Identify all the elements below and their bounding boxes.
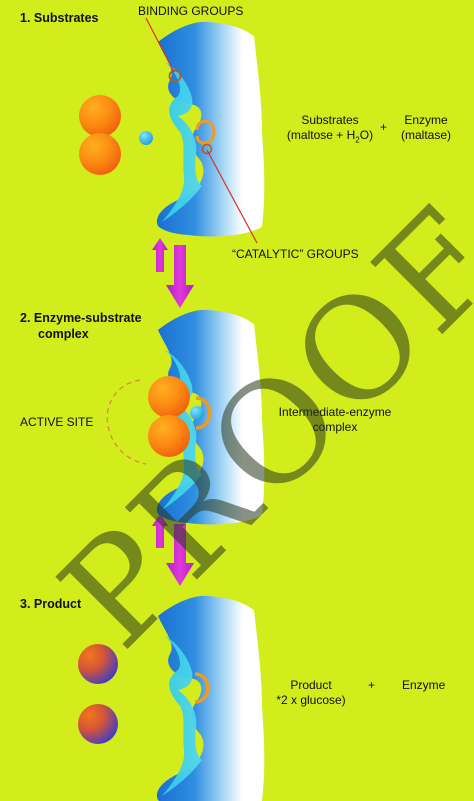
enzyme-caption-line1: Enzyme: [404, 113, 448, 127]
product-caption: Product *2 x glucose): [266, 678, 356, 708]
catalytic-site-3: [194, 672, 210, 704]
forward-arrow-1: [166, 245, 194, 308]
forward-arrow-2: [166, 524, 194, 586]
active-site-label: ACTIVE SITE: [20, 415, 94, 429]
enzyme-caption-3: Enzyme: [402, 678, 446, 692]
catalytic-site-2: [195, 396, 212, 430]
substrates-caption: Substrates (maltose + H2O): [280, 113, 380, 147]
step-2-title-line2: complex: [38, 327, 89, 341]
enzyme-1: [156, 21, 265, 237]
reverse-arrow-1: [152, 238, 168, 272]
reaction-arrows-2: [152, 514, 194, 586]
binding-groups-label: BINDING GROUPS: [138, 4, 244, 18]
plus-sign-1: +: [380, 120, 388, 134]
plus-sign-2: +: [368, 678, 376, 692]
active-site-outline: [106, 379, 147, 465]
bound-glucose-top: [148, 376, 190, 418]
catalytic-groups-label: “CATALYTIC” GROUPS: [232, 247, 359, 261]
reaction-arrows-1: [152, 238, 194, 308]
maltose-glucose-bottom: [79, 133, 121, 175]
reverse-arrow-2: [152, 514, 168, 548]
bound-glucose-bottom: [148, 415, 190, 457]
binding-group-marker: [168, 69, 182, 83]
substrates-caption-line2: (maltose + H2O): [280, 128, 380, 147]
subscript-2: 2: [355, 135, 360, 145]
step-1-title: 1. Substrates: [20, 11, 99, 25]
step-3-title: 3. Product: [20, 597, 82, 611]
panel-2-complex: [106, 309, 265, 525]
catalytic-group-marker: [201, 143, 213, 155]
enzyme-3: [156, 595, 265, 801]
maltose-glucose-top: [79, 95, 121, 137]
substrates-caption-text-end: O): [359, 128, 374, 142]
catalytic-groups-pointer: [206, 149, 258, 244]
product-caption-line2: *2 x glucose): [276, 693, 346, 707]
water-molecule: [139, 131, 153, 145]
substrates-caption-line1: Substrates: [301, 113, 359, 127]
catalytic-site-1: [195, 119, 216, 145]
enzyme-caption-line2: (maltase): [400, 128, 451, 142]
glucose-product-2: [78, 704, 118, 744]
bound-water: [190, 406, 204, 420]
step-2-title-line1: 2. Enzyme-substrate: [20, 311, 142, 325]
intermediate-caption-line2: complex: [312, 420, 358, 434]
enzyme-caption: Enzyme (maltase): [394, 113, 458, 143]
glucose-product-1: [78, 644, 118, 684]
substrates-caption-text: (maltose + H: [286, 128, 356, 142]
intermediate-caption: Intermediate-enzyme complex: [266, 405, 404, 435]
intermediate-caption-line1: Intermediate-enzyme: [278, 405, 392, 419]
panel-1-substrates: [79, 17, 265, 244]
binding-groups-pointer: [145, 17, 175, 73]
product-caption-line1: Product: [290, 678, 332, 692]
panel-3-product: [78, 595, 265, 801]
